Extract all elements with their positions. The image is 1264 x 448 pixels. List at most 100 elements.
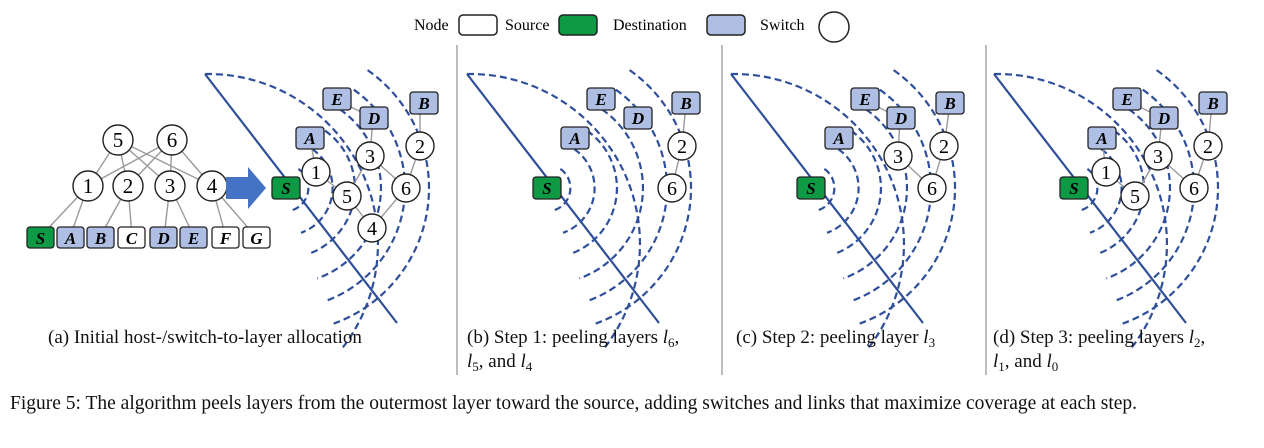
- tree-host-destination: A: [56, 226, 85, 249]
- tree-host-destination: D: [149, 226, 178, 249]
- caption-c: (c) Step 2: peeling layer l3: [736, 327, 936, 350]
- figure-canvas: Node Source Destination Switch: [26, 11, 1228, 375]
- switch: 1: [1091, 157, 1121, 187]
- host-destination: A: [295, 126, 325, 150]
- svg-text:6: 6: [667, 178, 677, 200]
- svg-text:S: S: [1069, 179, 1078, 198]
- svg-text:C: C: [126, 229, 138, 248]
- svg-text:1: 1: [1101, 162, 1111, 184]
- tree-switch: 6: [156, 124, 188, 156]
- switch: 3: [1143, 141, 1173, 171]
- svg-text:3: 3: [1153, 146, 1163, 168]
- host-destination: E: [850, 87, 880, 111]
- host-source: S: [796, 176, 826, 200]
- switch: 2: [1193, 131, 1223, 161]
- caption-d: (d) Step 3: peeling layers l2, l1, and l…: [993, 327, 1206, 374]
- svg-text:2: 2: [939, 136, 949, 158]
- layer-fan-a: [203, 68, 431, 350]
- host-destination: A: [1087, 126, 1117, 150]
- svg-text:2: 2: [415, 136, 425, 158]
- host-destination: B: [1198, 91, 1228, 115]
- fan-c-switches: 3 2 6: [883, 131, 959, 203]
- host-destination: D: [359, 106, 389, 130]
- svg-text:6: 6: [401, 178, 411, 200]
- legend-destination-label: Destination: [613, 17, 687, 34]
- host-destination: B: [671, 91, 701, 115]
- figure-caption: Figure 5: The algorithm peels layers fro…: [10, 393, 1138, 414]
- fan-d-switches: 1 5 3 2 6: [1091, 131, 1223, 211]
- svg-text:6: 6: [1189, 178, 1199, 200]
- topology-tree: 5 6 1 2 3 4 S A: [26, 124, 271, 249]
- tree-switch: 1: [72, 170, 104, 202]
- switch: 1: [301, 157, 331, 187]
- svg-text:B: B: [1206, 94, 1218, 113]
- legend-source-label: Source: [505, 17, 549, 34]
- svg-text:B: B: [943, 94, 955, 113]
- switch: 6: [917, 173, 947, 203]
- svg-text:A: A: [832, 129, 844, 148]
- legend-switch-swatch: [818, 11, 850, 43]
- svg-text:E: E: [594, 90, 606, 109]
- host-destination: D: [1149, 106, 1179, 130]
- transform-arrow: [226, 167, 266, 209]
- fan-a-switches: 1 2 3 4 5 6: [301, 131, 435, 243]
- svg-text:6: 6: [927, 178, 937, 200]
- host-source: S: [271, 176, 301, 200]
- switch: 4: [357, 213, 387, 243]
- svg-text:B: B: [417, 94, 429, 113]
- switch: 5: [1120, 181, 1150, 211]
- svg-text:E: E: [330, 90, 342, 109]
- svg-text:2: 2: [677, 136, 687, 158]
- svg-text:G: G: [250, 229, 263, 248]
- svg-text:A: A: [64, 229, 76, 248]
- svg-text:D: D: [156, 229, 169, 248]
- switch: 6: [1179, 173, 1209, 203]
- host-destination: A: [560, 126, 590, 150]
- host-destination: A: [824, 126, 854, 150]
- tree-host-node: F: [211, 226, 240, 249]
- tree-host-destination: E: [179, 226, 208, 249]
- switch: 2: [667, 131, 697, 161]
- svg-text:S: S: [281, 179, 290, 198]
- svg-text:A: A: [303, 129, 315, 148]
- tree-host-destination: B: [86, 226, 115, 249]
- tree-host-node: G: [242, 226, 271, 249]
- svg-text:2: 2: [1203, 136, 1213, 158]
- tree-host-node: C: [117, 226, 146, 249]
- svg-text:B: B: [94, 229, 106, 248]
- svg-text:F: F: [219, 229, 232, 248]
- switch: 2: [405, 131, 435, 161]
- fan-b-switches: 2 6: [657, 131, 697, 203]
- legend-destination-swatch: [706, 14, 746, 36]
- tree-switch-label: 6: [167, 128, 178, 152]
- host-destination: E: [1112, 87, 1142, 111]
- tree-switch: 5: [102, 124, 134, 156]
- layer-fan-d: [992, 68, 1220, 350]
- switch: 2: [929, 131, 959, 161]
- tree-switch-label: 3: [165, 174, 176, 198]
- tree-switch: 2: [112, 170, 144, 202]
- switch: 6: [657, 173, 687, 203]
- svg-text:D: D: [1157, 109, 1170, 128]
- host-destination: D: [623, 106, 653, 130]
- tree-switch: 3: [154, 170, 186, 202]
- fan-b-hosts: S A E D B: [532, 87, 701, 200]
- tree-switch-label: 4: [207, 174, 218, 198]
- svg-text:D: D: [367, 109, 380, 128]
- svg-text:5: 5: [1130, 186, 1140, 208]
- tree-switch-label: 1: [83, 174, 94, 198]
- svg-text:A: A: [1095, 129, 1107, 148]
- host-destination: B: [409, 91, 439, 115]
- svg-text:E: E: [187, 229, 199, 248]
- svg-text:1: 1: [311, 162, 321, 184]
- switch: 5: [332, 181, 362, 211]
- svg-text:5: 5: [342, 186, 352, 208]
- svg-text:D: D: [894, 109, 907, 128]
- tree-switch-label: 5: [113, 128, 124, 152]
- host-destination: E: [322, 87, 352, 111]
- fan-c-hosts: S A E D B: [796, 87, 965, 200]
- host-destination: D: [886, 106, 916, 130]
- svg-text:4: 4: [367, 218, 377, 240]
- host-source: S: [1059, 176, 1089, 200]
- svg-text:E: E: [858, 90, 870, 109]
